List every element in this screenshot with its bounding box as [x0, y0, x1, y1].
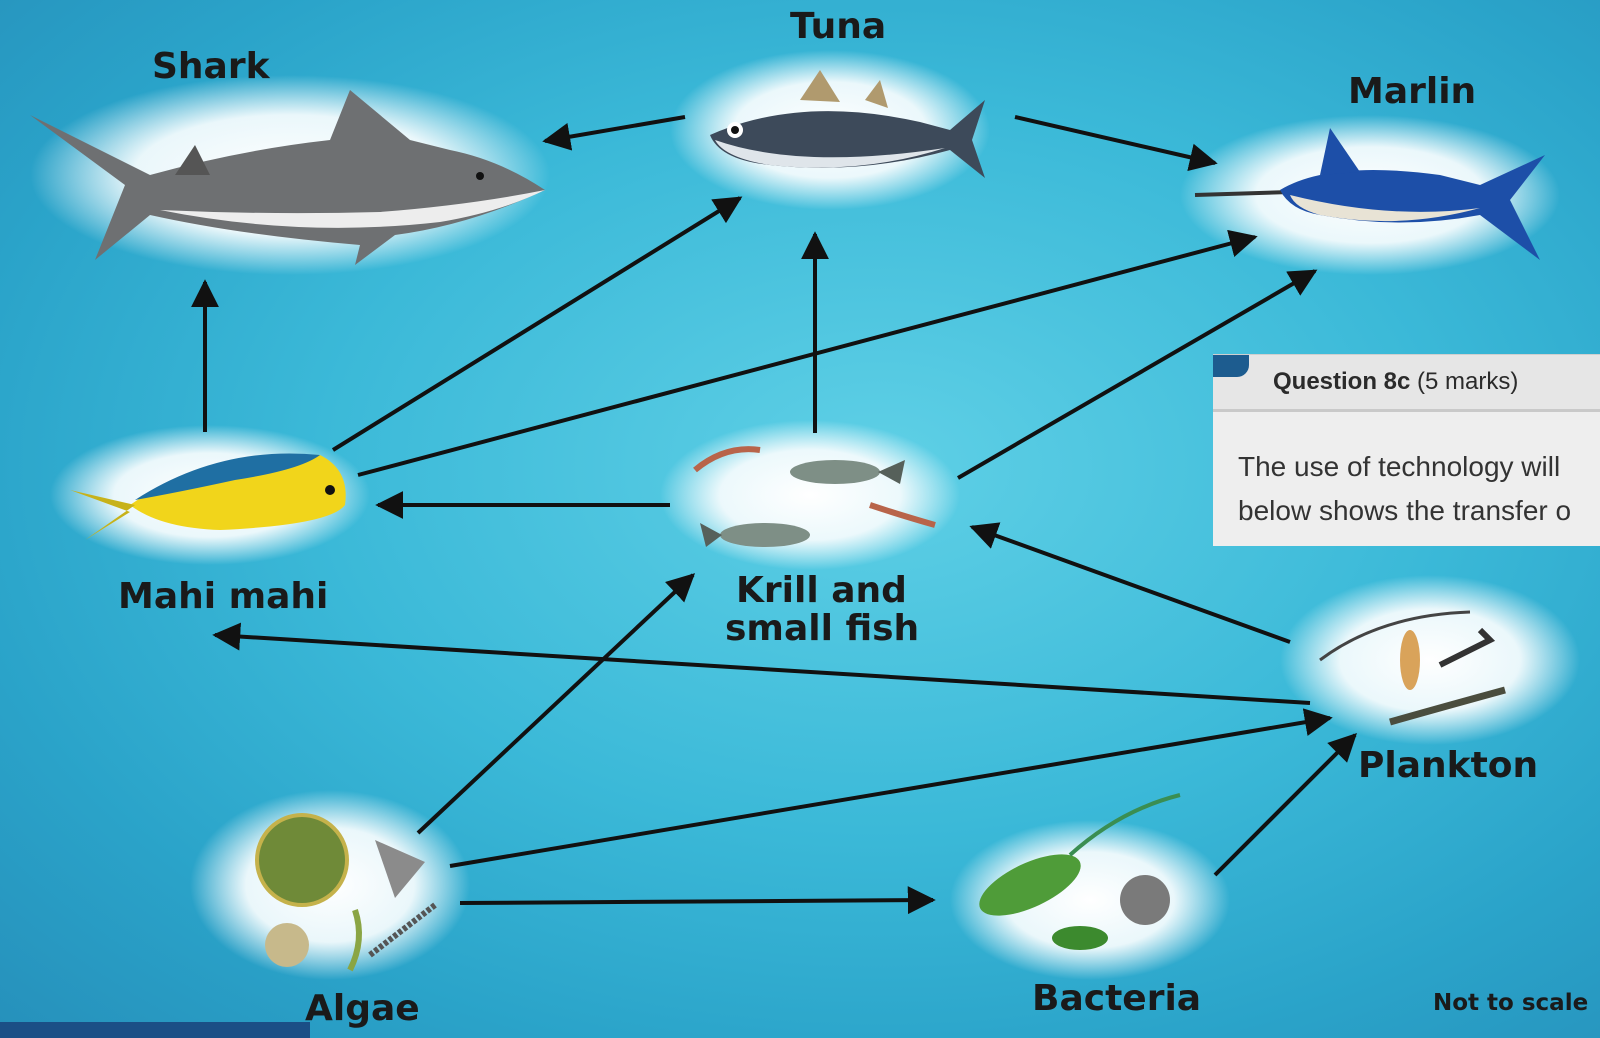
label-bacteria: Bacteria [1032, 980, 1201, 1018]
question-text-line1: The use of technology will [1238, 451, 1560, 483]
question-panel: Question 8c (5 marks) The use of technol… [1213, 354, 1600, 546]
question-text-line2: below shows the transfer o [1238, 495, 1571, 527]
question-title: Question 8c (5 marks) [1273, 368, 1518, 396]
label-krill-line2: small fish [725, 610, 919, 648]
bottom-bar [0, 1022, 310, 1038]
question-header: Question 8c (5 marks) [1213, 355, 1600, 412]
label-krill-line1: Krill and [736, 572, 907, 610]
arrow-algae-to-bacteria [460, 900, 933, 903]
label-marlin: Marlin [1348, 73, 1476, 111]
label-algae: Algae [305, 990, 420, 1028]
label-plankton: Plankton [1358, 747, 1538, 785]
question-number: Question 8c [1273, 368, 1410, 395]
arrow-tuna-to-marlin [1015, 117, 1215, 163]
arrow-tuna-to-shark [545, 117, 685, 141]
footnote-not-to-scale: Not to scale [1433, 990, 1588, 1016]
arrow-bacteria-to-plankton [1215, 735, 1355, 875]
label-tuna: Tuna [790, 8, 886, 46]
label-mahi-mahi: Mahi mahi [118, 578, 328, 616]
krill-halo [660, 420, 960, 570]
question-flag-icon[interactable] [1213, 355, 1249, 377]
arrow-algae-to-krill [418, 575, 693, 833]
arrow-algae-to-plankton [450, 718, 1330, 866]
label-shark: Shark [152, 48, 270, 86]
question-marks: (5 marks) [1417, 368, 1518, 395]
